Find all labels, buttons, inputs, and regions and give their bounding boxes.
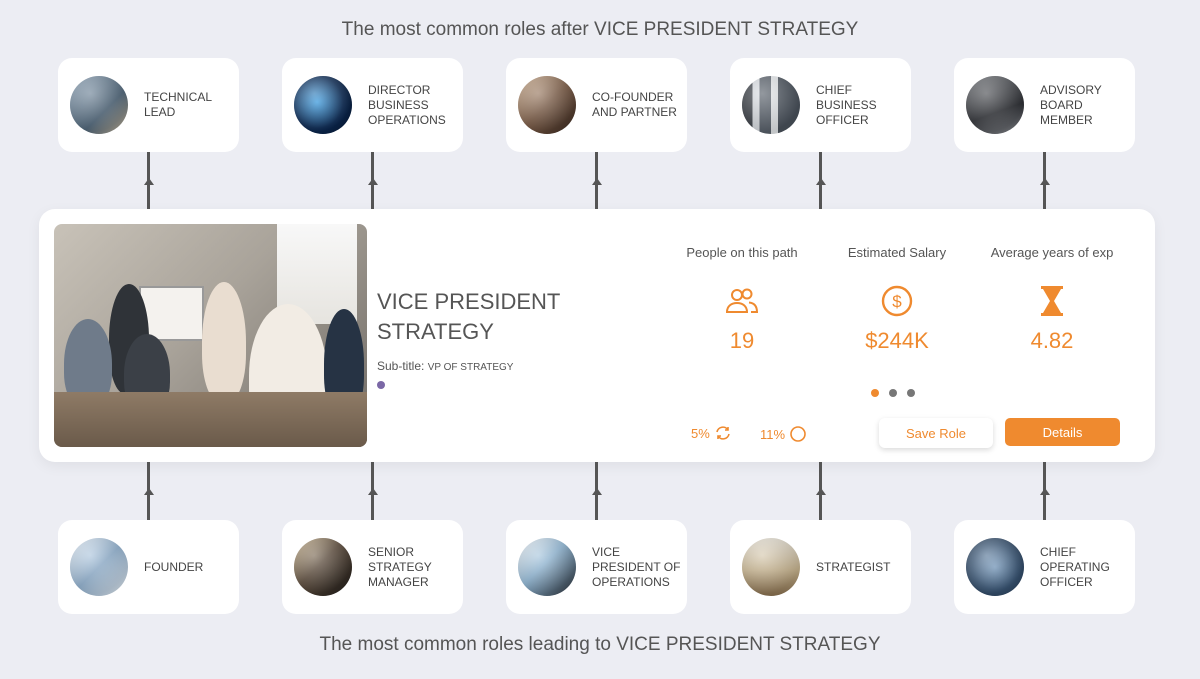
role-card-vice-president-of-operations[interactable]: VICE PRESIDENT OF OPERATIONS bbox=[506, 520, 687, 614]
svg-text:$: $ bbox=[892, 292, 902, 311]
arrow-up-icon bbox=[143, 488, 154, 495]
stat-label: Average years of exp bbox=[990, 245, 1114, 260]
dollar-icon: $ bbox=[880, 284, 914, 318]
save-role-button[interactable]: Save Role bbox=[879, 418, 993, 448]
role-card-chief-operating-officer[interactable]: CHIEF OPERATING OFFICER bbox=[954, 520, 1135, 614]
metric-value: 11% bbox=[760, 426, 786, 442]
role-card-founder[interactable]: FOUNDER bbox=[58, 520, 239, 614]
top-heading: The most common roles after VICE PRESIDE… bbox=[341, 19, 859, 40]
role-subtitle: Sub-title: VP OF STRATEGY bbox=[377, 359, 597, 373]
role-label: FOUNDER bbox=[144, 559, 204, 574]
subtitle-label: Sub-title: bbox=[377, 359, 425, 373]
details-button[interactable]: Details bbox=[1005, 418, 1120, 446]
arrow-up-icon bbox=[591, 488, 602, 495]
role-card-strategist[interactable]: STRATEGIST bbox=[730, 520, 911, 614]
status-dot bbox=[377, 381, 385, 389]
stat-label: People on this path bbox=[686, 245, 798, 260]
role-label: SENIOR STRATEGY MANAGER bbox=[368, 544, 432, 589]
people-icon bbox=[725, 284, 759, 318]
stat-label: Estimated Salary bbox=[847, 245, 947, 260]
circle-icon bbox=[790, 426, 806, 442]
stat-value: 4.82 bbox=[1030, 328, 1074, 353]
arrow-up-icon bbox=[1039, 488, 1050, 495]
role-label: CO-FOUNDER AND PARTNER bbox=[592, 90, 677, 119]
arrow-up-icon bbox=[367, 178, 378, 185]
role-thumbnail bbox=[70, 76, 128, 134]
stat-value: $244K bbox=[865, 328, 929, 353]
stat-experience: Average years of exp 4.82 bbox=[982, 245, 1122, 354]
role-thumbnail bbox=[966, 538, 1024, 596]
role-thumbnail bbox=[518, 538, 576, 596]
pager-dot[interactable] bbox=[889, 389, 897, 397]
role-title: VICE PRESIDENT STRATEGY bbox=[377, 289, 560, 344]
role-label: DIRECTOR BUSINESS OPERATIONS bbox=[368, 82, 446, 127]
pager-dot[interactable] bbox=[871, 389, 879, 397]
role-label: TECHNICAL LEAD bbox=[144, 90, 212, 119]
bottom-heading: The most common roles leading to VICE PR… bbox=[319, 634, 881, 655]
arrow-up-icon bbox=[815, 178, 826, 185]
metric-growth: 5% bbox=[691, 425, 732, 441]
role-card-technical-lead[interactable]: TECHNICAL LEAD bbox=[58, 58, 239, 152]
carousel-pager bbox=[871, 389, 915, 397]
pager-dot[interactable] bbox=[907, 389, 915, 397]
role-label: VICE PRESIDENT OF OPERATIONS bbox=[592, 544, 681, 589]
stat-salary: Estimated Salary $ $244K bbox=[827, 245, 967, 354]
current-role-card: VICE PRESIDENT STRATEGY Sub-title: VP OF… bbox=[39, 209, 1155, 462]
metric-share: 11% bbox=[760, 425, 807, 443]
role-label: ADVISORY BOARD MEMBER bbox=[1040, 82, 1102, 127]
role-card-director-business-operations[interactable]: DIRECTOR BUSINESS OPERATIONS bbox=[282, 58, 463, 152]
role-card-chief-business-officer[interactable]: CHIEF BUSINESS OFFICER bbox=[730, 58, 911, 152]
role-thumbnail bbox=[742, 538, 800, 596]
arrow-up-icon bbox=[143, 178, 154, 185]
role-card-advisory-board-member[interactable]: ADVISORY BOARD MEMBER bbox=[954, 58, 1135, 152]
subtitle-value: VP OF STRATEGY bbox=[427, 362, 514, 373]
role-thumbnail bbox=[294, 76, 352, 134]
role-card-co-founder-and-partner[interactable]: CO-FOUNDER AND PARTNER bbox=[506, 58, 687, 152]
stat-people: People on this path 19 bbox=[672, 245, 812, 354]
role-thumbnail bbox=[518, 76, 576, 134]
arrow-up-icon bbox=[367, 488, 378, 495]
arrow-up-icon bbox=[1039, 178, 1050, 185]
stat-value: 19 bbox=[729, 328, 755, 353]
role-label: STRATEGIST bbox=[816, 559, 891, 574]
role-card-senior-strategy-manager[interactable]: SENIOR STRATEGY MANAGER bbox=[282, 520, 463, 614]
role-thumbnail bbox=[294, 538, 352, 596]
role-thumbnail bbox=[70, 538, 128, 596]
metric-value: 5% bbox=[691, 425, 710, 441]
role-thumbnail bbox=[966, 76, 1024, 134]
arrow-up-icon bbox=[815, 488, 826, 495]
arrow-up-icon bbox=[591, 178, 602, 185]
role-thumbnail bbox=[742, 76, 800, 134]
role-hero-image bbox=[54, 224, 367, 447]
role-label: CHIEF BUSINESS OFFICER bbox=[816, 82, 877, 127]
role-label: CHIEF OPERATING OFFICER bbox=[1040, 544, 1110, 589]
refresh-icon bbox=[716, 426, 730, 440]
hourglass-icon bbox=[1035, 284, 1069, 318]
